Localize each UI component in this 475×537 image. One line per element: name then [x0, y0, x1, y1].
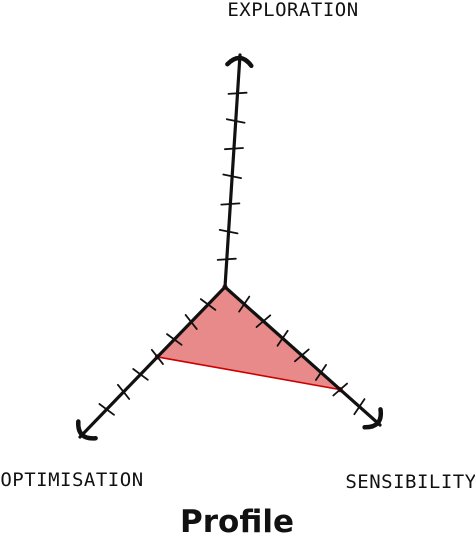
- axis-arrow-optimisation: [76, 419, 98, 441]
- axis-tick-exploration-4: [222, 173, 243, 180]
- axis-tick-exploration-3: [220, 202, 241, 206]
- axis-line-exploration: [223, 53, 242, 289]
- axis-tick-optimisation-4: [150, 348, 164, 366]
- axis-line-sensibility: [223, 285, 382, 427]
- axis-arrow-sensibility: [362, 407, 384, 430]
- axis-label-exploration: EXPLORATION: [227, 0, 358, 21]
- axis-tick-optimisation-5: [132, 368, 149, 381]
- data-layer: [154, 284, 343, 393]
- axis-arrow-exploration: [225, 55, 254, 69]
- axis-tick-optimisation-2: [184, 313, 198, 331]
- axis-tick-optimisation-7: [98, 403, 115, 416]
- axis-tick-exploration-2: [218, 228, 239, 235]
- axis-tick-sensibility-5: [314, 363, 328, 381]
- axis-label-sensibility: SENSIBILITY: [345, 471, 475, 493]
- axis-tick-sensibility-2: [255, 314, 272, 329]
- chart-title: Profile: [180, 504, 294, 537]
- axes-layer: [76, 53, 384, 441]
- axis-tick-sensibility-6: [332, 382, 349, 397]
- axis-tick-sensibility-7: [353, 398, 366, 416]
- axis-tick-optimisation-3: [166, 333, 183, 346]
- axis-tick-sensibility-1: [238, 295, 251, 313]
- axis-line-optimisation: [78, 285, 227, 439]
- axis-tick-exploration-6: [225, 118, 246, 124]
- axis-tick-exploration-1: [216, 257, 237, 261]
- axis-tick-optimisation-6: [117, 383, 131, 400]
- axis-label-optimisation: OPTIMISATION: [0, 469, 143, 491]
- axis-tick-exploration-5: [223, 147, 244, 151]
- series-area: [156, 286, 342, 391]
- axis-tick-sensibility-4: [293, 348, 310, 363]
- axis-tick-optimisation-1: [199, 298, 217, 311]
- axis-tick-sensibility-3: [276, 329, 289, 347]
- axis-tick-exploration-7: [227, 91, 248, 95]
